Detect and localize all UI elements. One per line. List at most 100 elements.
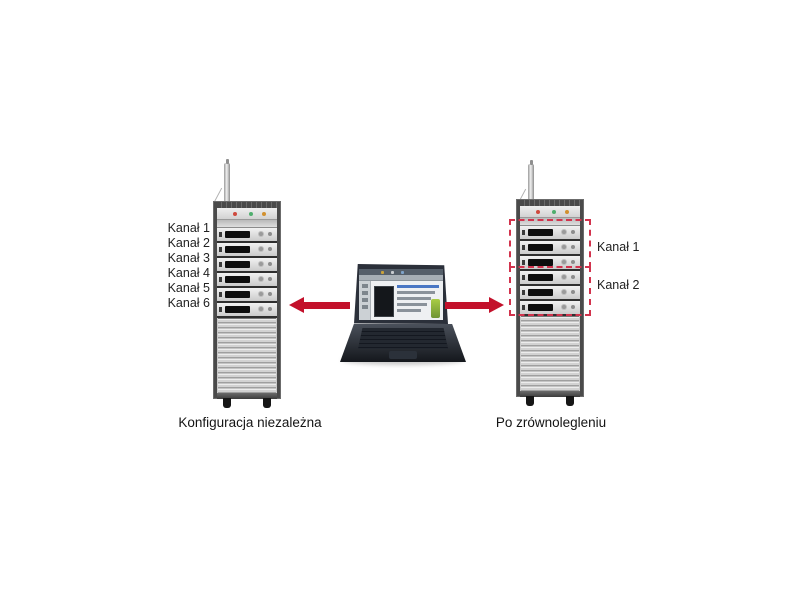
software-green-graphic xyxy=(431,299,440,318)
indicator-panel xyxy=(217,208,277,220)
rack-base-strip xyxy=(520,391,580,397)
left-channel-labels: Kanał 1 Kanał 2 Kanał 3 Kanał 4 Kanał 5 … xyxy=(108,221,210,311)
instrument-unit xyxy=(520,286,580,301)
indicator-light-amber xyxy=(565,209,569,214)
unit-knob xyxy=(268,277,272,281)
unit-knob xyxy=(259,307,263,311)
unit-knob xyxy=(259,232,263,236)
antenna-pole xyxy=(212,159,230,205)
unit-handle xyxy=(522,260,525,265)
unit-display xyxy=(225,276,250,283)
unit-handle xyxy=(219,262,222,267)
unit-handle xyxy=(522,305,525,310)
indicator-light-green xyxy=(249,211,253,216)
laptop-lid xyxy=(354,264,448,324)
laptop-screen xyxy=(359,269,443,320)
caster-wheel xyxy=(526,396,534,406)
unit-knob xyxy=(268,232,272,236)
unit-handle xyxy=(522,245,525,250)
indicator-light-amber xyxy=(262,211,266,216)
rack-top-strip xyxy=(217,202,277,208)
unit-handle xyxy=(219,247,222,252)
rack-subpanel xyxy=(520,218,580,226)
unit-knob xyxy=(571,245,575,249)
parallel-group-box-1 xyxy=(509,219,591,268)
channel-label-5: Kanał 5 xyxy=(167,281,210,295)
unit-display xyxy=(225,246,250,253)
laptop-base xyxy=(340,324,466,362)
right-rack-caption: Po zrównolegleniu xyxy=(495,415,607,430)
arrow-head xyxy=(489,297,504,313)
indicator-light-red xyxy=(233,211,237,216)
channel-label-1: Kanał 1 xyxy=(167,221,210,235)
software-text-line xyxy=(397,303,427,306)
antenna-tip xyxy=(225,159,229,164)
software-device-image xyxy=(374,286,394,317)
indicator-light-green xyxy=(552,209,556,214)
caster-wheel xyxy=(566,396,574,406)
unit-display xyxy=(528,289,553,296)
unit-knob xyxy=(259,262,263,266)
software-toolbar xyxy=(359,275,443,281)
unit-display xyxy=(225,291,250,298)
rack-body xyxy=(214,202,280,399)
caster-wheel xyxy=(223,398,231,408)
antenna-pole xyxy=(516,160,534,206)
unit-knob xyxy=(562,230,566,234)
unit-knob xyxy=(268,247,272,251)
unit-display xyxy=(225,231,250,238)
instrument-unit xyxy=(520,271,580,286)
unit-knob xyxy=(562,245,566,249)
left-rack-caption: Konfiguracja niezależna xyxy=(178,415,322,430)
unit-handle xyxy=(219,232,222,237)
channel-label-2: Kanał 2 xyxy=(167,236,210,250)
unit-knob xyxy=(571,260,575,264)
software-sidebar xyxy=(359,281,371,320)
unit-knob xyxy=(571,305,575,309)
unit-knob xyxy=(268,292,272,296)
instrument-unit xyxy=(217,258,277,273)
rack-body xyxy=(517,200,583,397)
indicator-light-red xyxy=(536,209,540,214)
parallel-group-box-2 xyxy=(509,266,591,316)
unit-knob xyxy=(562,305,566,309)
rack-top-strip xyxy=(520,200,580,206)
arrow-right-icon xyxy=(445,297,504,314)
unit-knob xyxy=(562,275,566,279)
group-label-2: Kanał 2 xyxy=(597,278,640,292)
arrow-shaft xyxy=(445,302,490,309)
ventilation-grille xyxy=(218,318,276,393)
instrument-unit xyxy=(520,241,580,256)
instrument-unit xyxy=(217,228,277,243)
caster-wheel xyxy=(263,398,271,408)
unit-display xyxy=(528,304,553,311)
software-text-line xyxy=(397,291,435,294)
indicator-panel xyxy=(520,206,580,218)
channel-label-3: Kanał 3 xyxy=(167,251,210,265)
laptop-keyboard xyxy=(358,328,448,349)
unit-handle xyxy=(522,290,525,295)
unit-handle xyxy=(219,307,222,312)
unit-knob xyxy=(571,275,575,279)
unit-handle xyxy=(219,292,222,297)
unit-display xyxy=(528,259,553,266)
unit-handle xyxy=(522,230,525,235)
control-laptop xyxy=(340,258,466,368)
unit-knob xyxy=(259,247,263,251)
channel-label-6: Kanał 6 xyxy=(167,296,210,310)
unit-knob xyxy=(268,307,272,311)
unit-display xyxy=(528,229,553,236)
instrument-units xyxy=(520,226,580,316)
antenna-tip xyxy=(529,160,533,165)
unit-knob xyxy=(571,290,575,294)
unit-display xyxy=(528,244,553,251)
instrument-unit xyxy=(217,288,277,303)
instrument-unit xyxy=(520,226,580,241)
instrument-unit xyxy=(217,243,277,258)
software-titlebar xyxy=(359,269,443,275)
unit-display xyxy=(528,274,553,281)
unit-knob xyxy=(259,277,263,281)
arrow-shaft xyxy=(303,302,350,309)
unit-knob xyxy=(268,262,272,266)
